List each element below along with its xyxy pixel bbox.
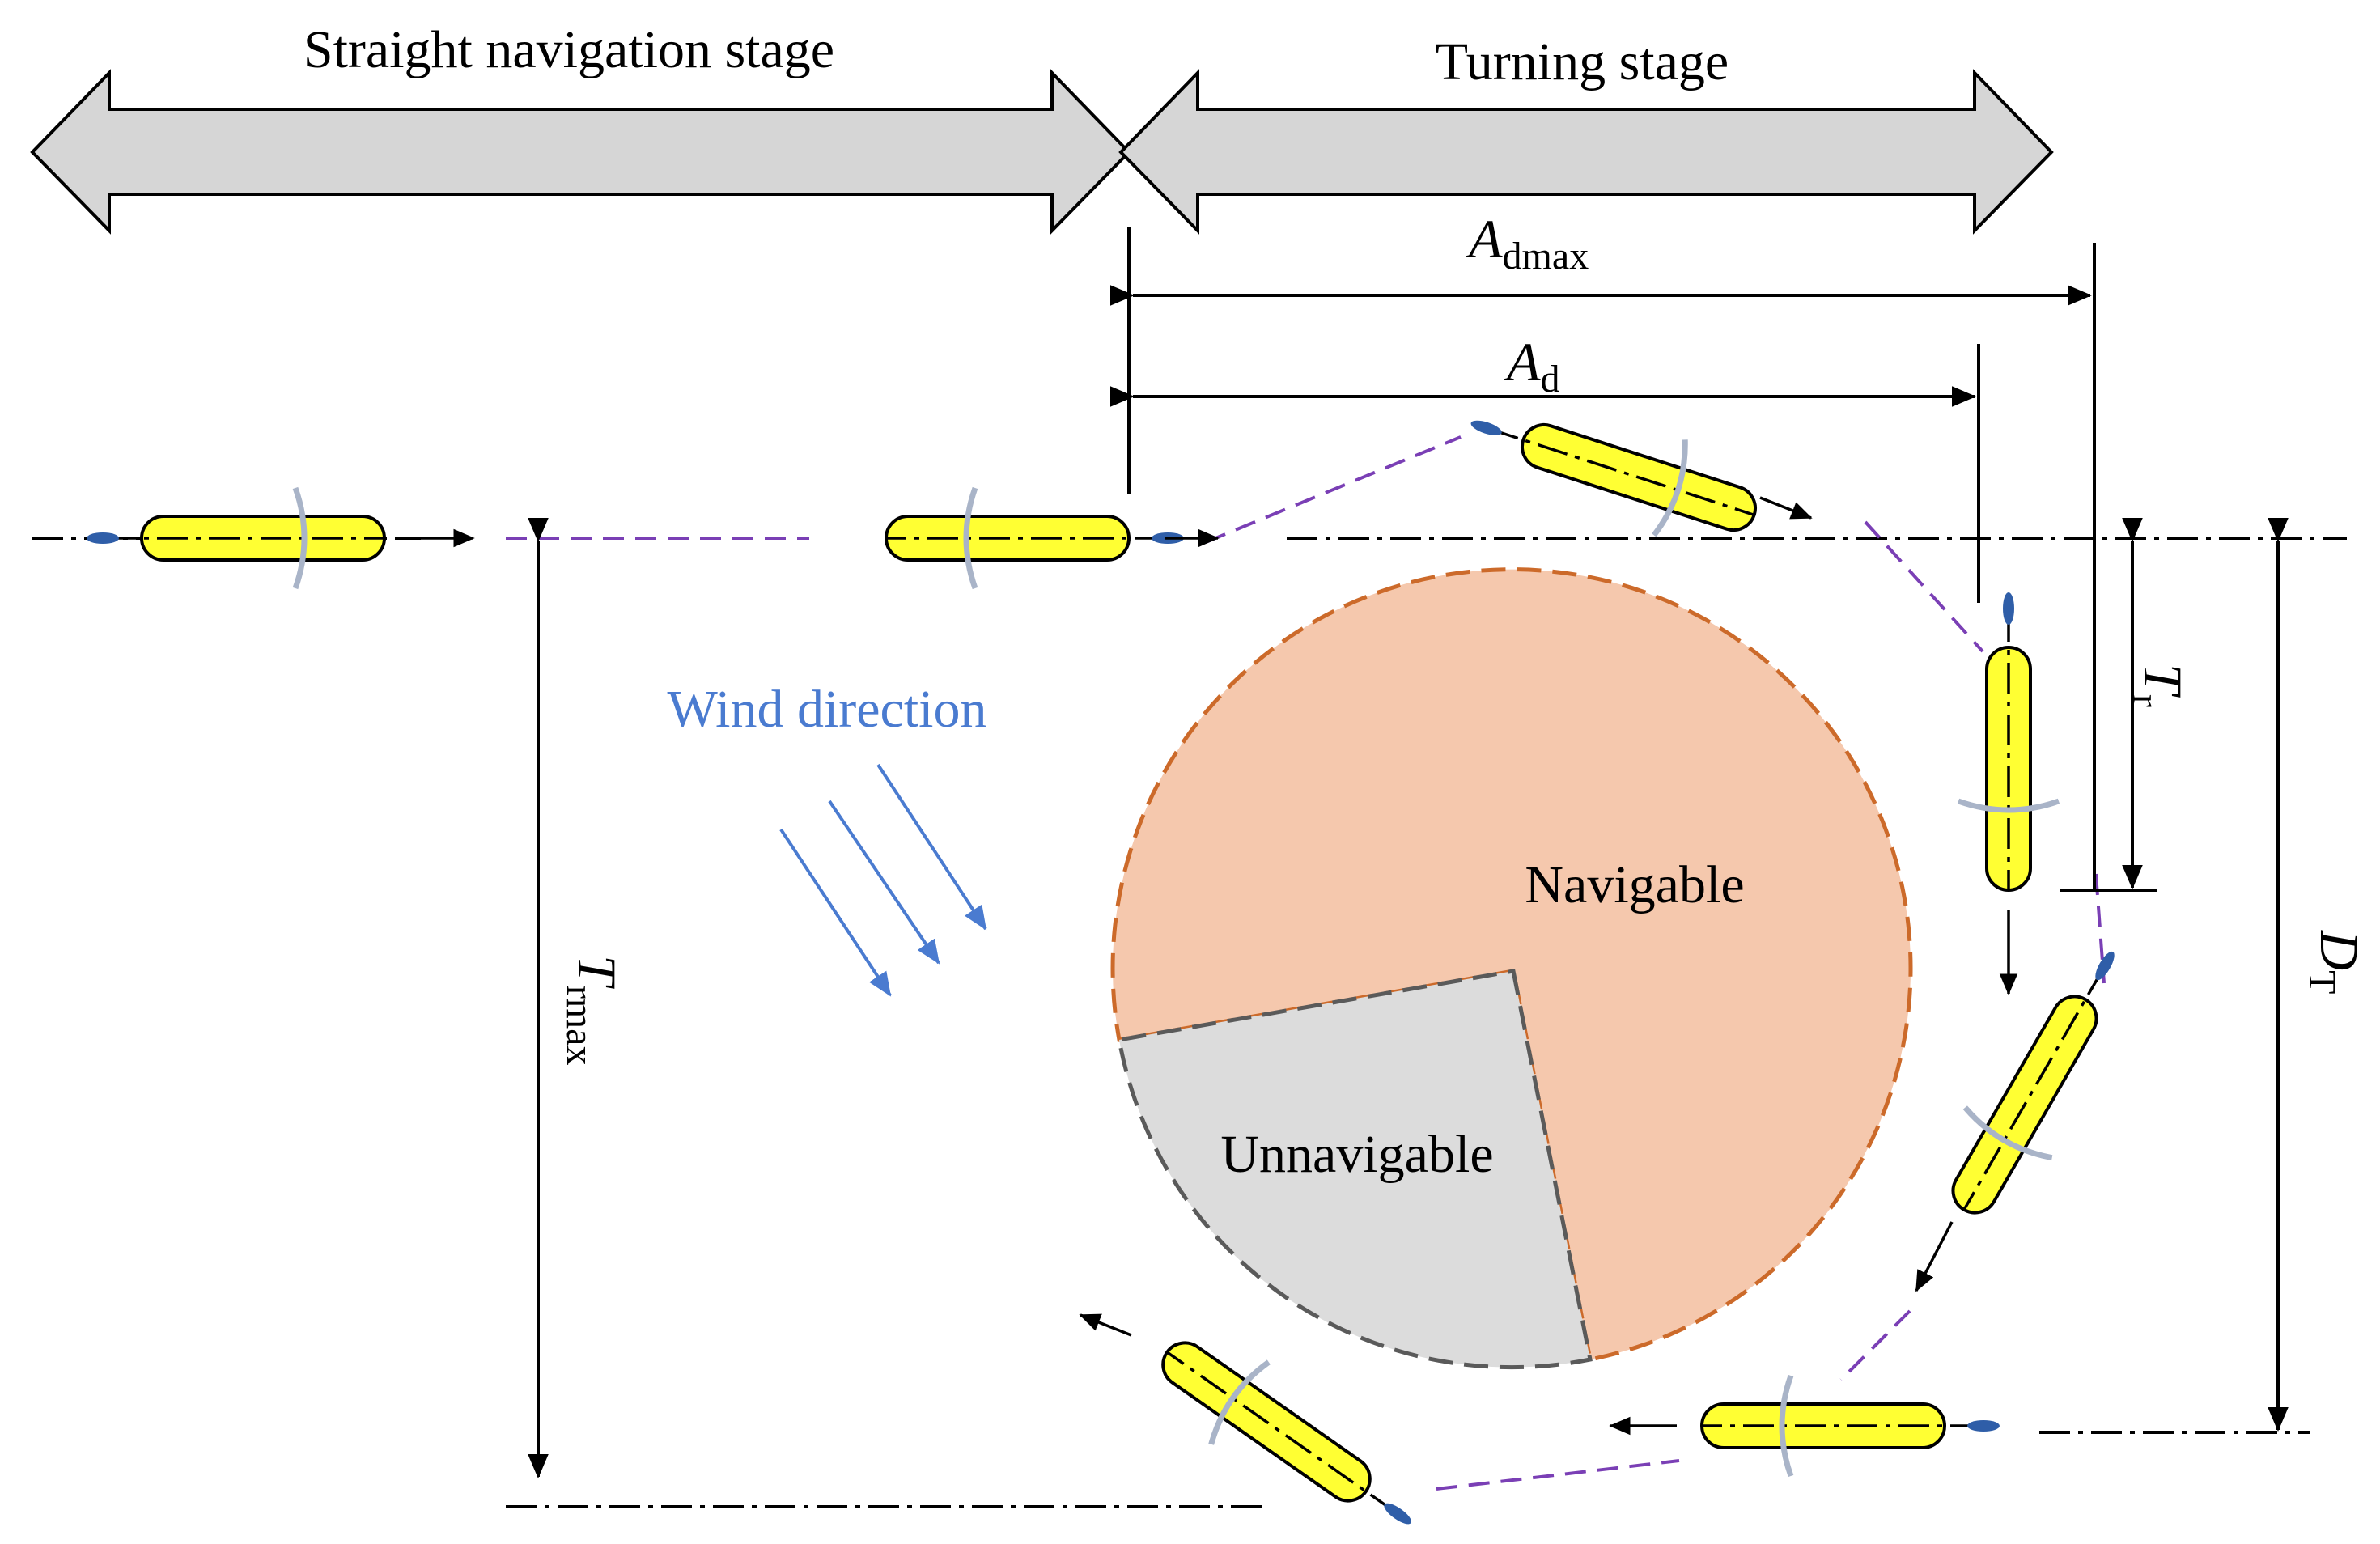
straight-stage-label: Straight navigation stage xyxy=(303,20,834,79)
navigable-sector xyxy=(1110,567,1913,1362)
wind-arrows xyxy=(779,763,987,997)
unnavigable-label: Unnavigable xyxy=(1220,1125,1493,1184)
vessel-turn-2 xyxy=(1958,592,2059,890)
obstacle-circle xyxy=(1110,567,1913,1370)
t-r-label: Tr xyxy=(2124,664,2194,707)
t-rmax-label: Trmax xyxy=(558,955,628,1065)
vessel-turn-3 xyxy=(1920,927,2156,1235)
turning-stage-label: Turning stage xyxy=(1436,32,1729,91)
navigable-label: Navigable xyxy=(1525,855,1744,914)
unnavigable-sector xyxy=(1117,969,1593,1370)
a-dmax-label: Admax xyxy=(1466,208,1589,278)
d-t-label: DT xyxy=(2301,930,2370,994)
vessel-path xyxy=(506,435,2106,1491)
wind-direction-label: Wind direction xyxy=(667,680,986,739)
straight-stage-arrow xyxy=(30,69,1131,235)
turning-stage-arrow xyxy=(1118,69,2054,235)
vessel-straight-1 xyxy=(87,488,384,588)
vessel-turn-4 xyxy=(1702,1376,2000,1476)
vessel-straight-2 xyxy=(886,488,1184,588)
dimension-lines xyxy=(528,227,2289,1478)
vessel-turn-1 xyxy=(1456,375,1770,563)
a-d-label: Ad xyxy=(1504,331,1560,401)
heading-arrows xyxy=(419,496,2018,1436)
